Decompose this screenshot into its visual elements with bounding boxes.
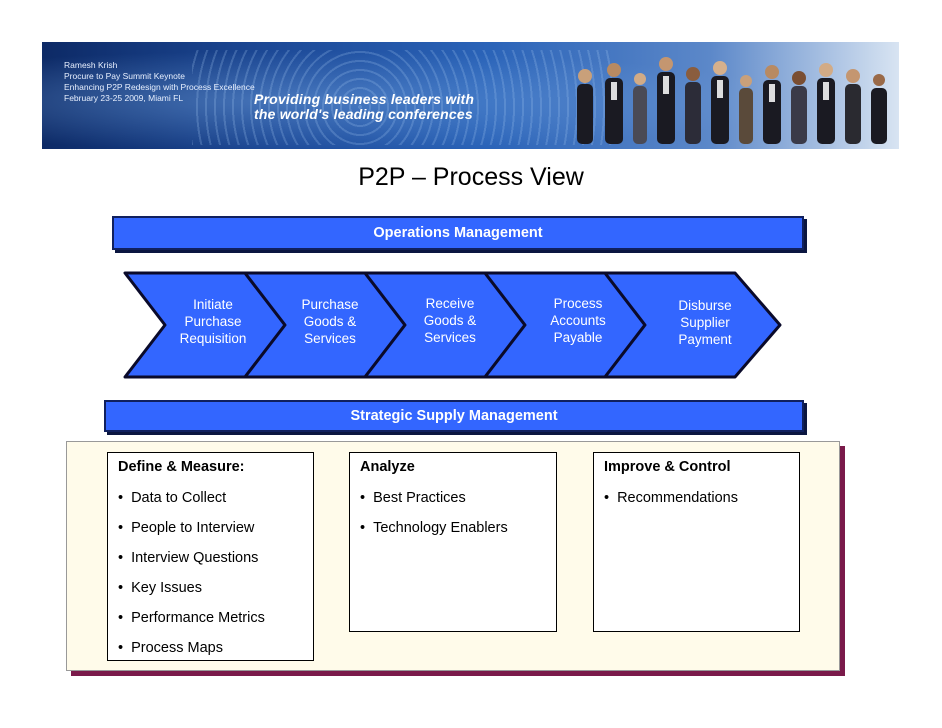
step-5-line-1: Disburse [678, 298, 732, 313]
analyze-heading: Analyze [360, 459, 415, 475]
methodology-panel: Define & Measure: Data to Collect People… [66, 441, 840, 671]
step-disburse-supplier-payment: Disburse Supplier Payment [655, 297, 755, 348]
step-3-line-2: Goods & [423, 313, 477, 328]
improve-control-heading: Improve & Control [604, 459, 731, 475]
improve-control-list: Recommendations [604, 489, 738, 519]
step-2-line-1: Purchase [301, 297, 359, 312]
strategic-supply-management-bar: Strategic Supply Management [104, 400, 804, 432]
step-4-line-1: Process [553, 296, 603, 311]
list-item: Performance Metrics [118, 609, 265, 639]
event-name: Procure to Pay Summit Keynote [64, 71, 185, 81]
list-item: Best Practices [360, 489, 508, 519]
step-initiate-purchase-requisition: Initiate Purchase Requisition [163, 296, 263, 347]
step-1-line-2: Purchase [184, 314, 242, 329]
analyze-box: Analyze Best Practices Technology Enable… [349, 452, 557, 632]
list-item: Key Issues [118, 579, 265, 609]
step-3-line-1: Receive [425, 296, 475, 311]
operations-management-bar: Operations Management [112, 216, 804, 250]
define-measure-box: Define & Measure: Data to Collect People… [107, 452, 314, 661]
list-item: Process Maps [118, 639, 265, 669]
talk-title: Enhancing P2P Redesign with Process Exce… [64, 82, 255, 92]
list-item: Recommendations [604, 489, 738, 519]
presenter-name: Ramesh Krish [64, 60, 118, 70]
banner-meta: Ramesh Krish Procure to Pay Summit Keyno… [64, 60, 255, 104]
list-item: Interview Questions [118, 549, 265, 579]
chevron-step-5 [603, 271, 782, 379]
step-1-line-3: Requisition [179, 331, 247, 346]
step-receive-goods-services: Receive Goods & Services [400, 295, 500, 346]
step-4-line-2: Accounts [550, 313, 606, 328]
define-measure-heading: Define & Measure: [118, 459, 245, 475]
event-date: February 23-25 2009, Miami FL [64, 93, 184, 103]
list-item: Data to Collect [118, 489, 265, 519]
step-purchase-goods-services: Purchase Goods & Services [280, 296, 380, 347]
list-item: Technology Enablers [360, 519, 508, 549]
tagline-line-1: Providing business leaders with [254, 91, 475, 107]
world-map-graphic [192, 50, 612, 145]
slide-title: P2P – Process View [358, 163, 584, 191]
banner-tagline: Providing business leaders with the worl… [254, 92, 474, 122]
step-3-line-3: Services [424, 330, 476, 345]
process-flow-chevrons [123, 271, 782, 379]
step-4-line-3: Payable [553, 330, 603, 345]
step-2-line-2: Goods & [303, 314, 357, 329]
step-5-line-3: Payment [678, 332, 732, 347]
business-people-photo [577, 57, 887, 144]
analyze-list: Best Practices Technology Enablers [360, 489, 508, 549]
step-1-line-1: Initiate [193, 297, 233, 312]
step-process-accounts-payable: Process Accounts Payable [528, 295, 628, 346]
step-5-line-2: Supplier [680, 315, 730, 330]
define-measure-list: Data to Collect People to Interview Inte… [118, 489, 265, 669]
list-item: People to Interview [118, 519, 265, 549]
tagline-line-2: the world's leading conferences [254, 106, 473, 122]
improve-control-box: Improve & Control Recommendations [593, 452, 800, 632]
banner-glow [42, 42, 899, 149]
step-2-line-3: Services [304, 331, 356, 346]
header-banner: Ramesh Krish Procure to Pay Summit Keyno… [42, 42, 899, 149]
